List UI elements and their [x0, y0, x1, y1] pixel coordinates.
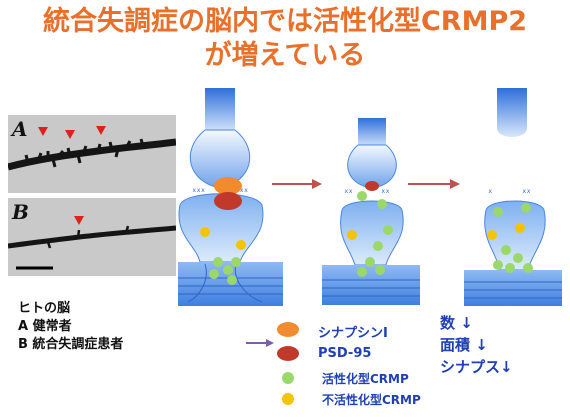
title-line-1: 統合失調症の脳内では活性化型CRMP2 [42, 6, 528, 37]
left-legend: ヒトの脳 A 健常者 B 統合失調症患者 [18, 300, 123, 354]
micrograph-b-label: B [12, 200, 29, 224]
legend-label-inactive-crmp: 不活性化型CRMP [322, 393, 421, 407]
legend-label-psd95: PSD-95 [318, 346, 372, 361]
legend-swatch-psd95 [277, 346, 299, 361]
svg-text:ᕁᕁᕁ: ᕁᕁᕁ [235, 188, 248, 198]
left-legend-item-b: B 統合失調症患者 [18, 337, 124, 352]
micrograph-a: A [8, 115, 176, 193]
legend-swatch-active-crmp [282, 372, 294, 384]
svg-text:ᕁᕁ: ᕁᕁ [381, 189, 390, 199]
synapse-stage-2: ᕁᕁ ᕁᕁ [322, 118, 420, 305]
title-line-2: が増えている [204, 40, 366, 71]
synapse-stage-1: ᕁᕁᕁ ᕁᕁᕁ [178, 88, 283, 306]
legend-label-synapsin: シナプシンI [318, 326, 388, 341]
micrograph-b: B [8, 198, 176, 276]
synapse-stage-3: ᕁ ᕁᕁ [464, 88, 562, 306]
left-legend-item-a: A 健常者 [18, 319, 72, 334]
result-synapse: シナプス↓ [440, 358, 513, 376]
legend-label-active-crmp: 活性化型CRMP [322, 372, 409, 386]
svg-text:ᕁᕁ: ᕁᕁ [522, 189, 531, 199]
progress-arrow-2 [408, 179, 460, 189]
result-count: 数 ↓ [440, 314, 473, 332]
legend-swatch-inactive-crmp [282, 393, 294, 405]
left-legend-heading: ヒトの脳 [18, 301, 71, 316]
svg-text:ᕁᕁᕁ: ᕁᕁᕁ [192, 188, 205, 198]
micrograph-a-label: A [12, 117, 28, 141]
legend-swatch-synapsin [277, 322, 299, 337]
result-area: 面積 ↓ [440, 336, 488, 354]
progress-arrow-1 [272, 179, 322, 189]
svg-text:ᕁ: ᕁ [488, 189, 492, 199]
legend-arrow [246, 339, 274, 347]
svg-text:ᕁᕁ: ᕁᕁ [344, 189, 353, 199]
